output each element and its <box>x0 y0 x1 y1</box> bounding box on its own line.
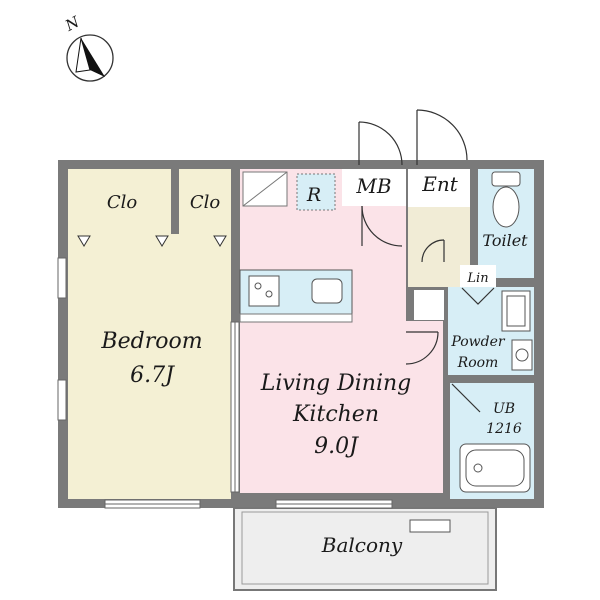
refrigerator-label: R <box>306 184 321 206</box>
entrance-door-area <box>408 169 470 207</box>
compass-north-label: N <box>61 12 83 35</box>
entrance-label: Ent <box>421 172 458 196</box>
linen-room <box>460 265 496 287</box>
ldk-room-east <box>342 206 406 493</box>
linen-door-icon <box>461 287 495 305</box>
closet-door-markers <box>77 235 227 247</box>
bedroom-room <box>68 234 231 499</box>
doors <box>358 109 495 413</box>
toilet-bowl-icon <box>492 186 520 228</box>
bathtub-icon <box>459 443 531 493</box>
powder-label-line-2: Room <box>457 355 499 371</box>
meter-box-label: MB <box>355 174 391 198</box>
closet-left-room <box>68 169 171 234</box>
compass-needle-icon <box>81 38 105 77</box>
sink-icon <box>311 278 343 304</box>
bedroom-size-label: 6.7J <box>130 363 175 388</box>
balcony-vent <box>409 519 451 533</box>
closet-right-room <box>179 169 231 234</box>
bedroom-side-window <box>57 257 67 299</box>
ldk-size-label: 9.0J <box>314 434 359 459</box>
balcony-label: Balcony <box>321 533 403 557</box>
compass-needle-tail-icon <box>75 37 91 73</box>
linen-label: Lin <box>466 271 488 286</box>
ldk-label-line-2: Kitchen <box>292 402 379 427</box>
closet-right-label: Clo <box>190 192 221 213</box>
counter-edge <box>239 313 353 323</box>
meter-box-room <box>342 169 406 206</box>
washing-machine-icon <box>501 290 531 332</box>
bedroom-side-window-2 <box>57 379 67 421</box>
closet-left-label: Clo <box>107 192 138 213</box>
ldk-room-hall <box>406 321 443 493</box>
toilet-tank-icon <box>491 171 521 187</box>
powder-label-line-1: Powder <box>450 334 506 350</box>
ldk-room <box>240 169 342 493</box>
bath-label-line-2: 1216 <box>486 421 522 437</box>
basin-icon <box>511 339 533 371</box>
entrance-room <box>408 207 470 287</box>
compass: N <box>61 12 114 82</box>
ldk-label-line-1: Living Dining <box>260 371 412 396</box>
shoe-storage <box>414 290 444 320</box>
bath-door-icon <box>451 383 481 413</box>
bath-label-line-1: UB <box>493 401 515 417</box>
bedroom-label: Bedroom <box>100 329 202 354</box>
toilet-label: Toilet <box>482 231 528 250</box>
refrigerator-space <box>296 173 336 211</box>
entrance-inner-door-icon <box>421 239 445 263</box>
stove-icon <box>248 275 280 307</box>
